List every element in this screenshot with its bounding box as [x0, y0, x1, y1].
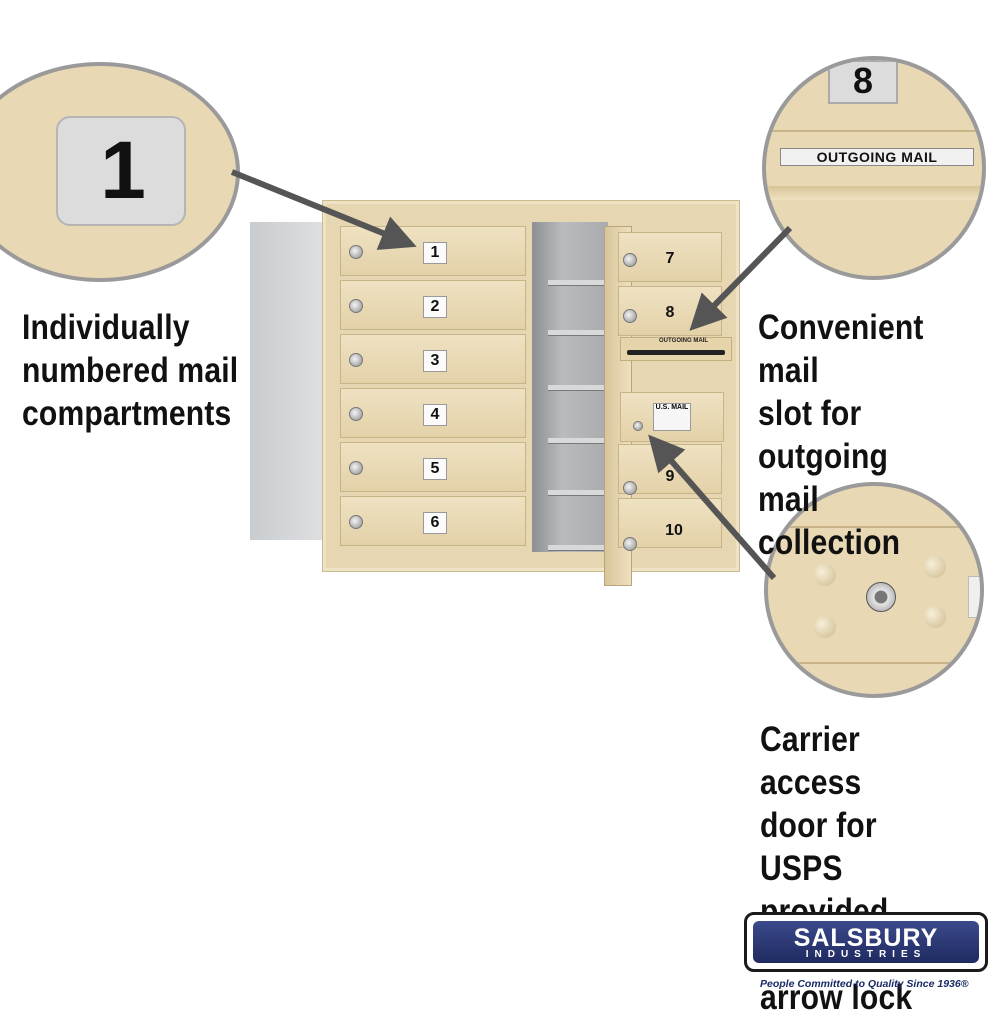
mail-door-1[interactable]: 1 [340, 226, 526, 276]
door-number: 10 [665, 522, 683, 539]
slot-lip [766, 186, 982, 200]
door-number: 6 [423, 512, 447, 534]
outgoing-mail-label: OUTGOING MAIL [816, 149, 938, 165]
lock-icon [349, 407, 363, 421]
logo-brand: SALSBURY [793, 924, 939, 952]
divider [768, 526, 980, 528]
shelf [548, 330, 604, 336]
plate-label: U.S. MAIL [655, 404, 689, 411]
divider [766, 130, 982, 132]
shelf [548, 280, 604, 286]
callout-outgoing-slot: Convenient mail slot for outgoing mail c… [758, 308, 924, 562]
door-number: 9 [665, 468, 675, 485]
door-number: 8 [665, 304, 675, 321]
lock-icon [349, 299, 363, 313]
rivet [814, 616, 836, 638]
door-8-digit: 8 [852, 60, 874, 101]
divider [768, 662, 980, 664]
door-number: 2 [423, 296, 447, 318]
carrier-access-door[interactable]: U.S. MAIL [620, 392, 724, 442]
mail-door-2[interactable]: 2 [340, 280, 526, 330]
outgoing-mail-label-plate: OUTGOING MAIL [780, 148, 974, 166]
arrow-to-outgoing-slot [689, 225, 793, 331]
zoom-circle-outgoing-mail: 8 OUTGOING MAIL [762, 56, 986, 280]
door-8-number-tag: 8 [828, 60, 898, 104]
slot-label: OUTGOING MAIL [659, 338, 708, 344]
lock-icon [349, 245, 363, 259]
logo-tagline: People Committed to Quality Since 1936® [760, 978, 969, 990]
zoom-circle-carrier-lock [764, 482, 984, 698]
door-number: 3 [423, 350, 447, 372]
mail-door-5[interactable]: 5 [340, 442, 526, 492]
lock-icon [623, 309, 637, 323]
callout-numbered-compartments: Individually numbered mail compartments [22, 308, 239, 433]
logo-sub: INDUSTRIES [805, 949, 927, 960]
shelf [548, 490, 604, 496]
door-number: 4 [423, 404, 447, 426]
usps-plate-edge [968, 576, 980, 618]
door-number: 1 [423, 242, 447, 264]
mail-door-7[interactable]: 7 [618, 232, 722, 282]
shelf [548, 545, 604, 551]
mailbox-side-panel [250, 222, 330, 540]
rivet [814, 564, 836, 586]
mail-door-3[interactable]: 3 [340, 334, 526, 384]
outgoing-mail-slot-panel: OUTGOING MAIL [620, 337, 732, 361]
rivet [924, 556, 946, 578]
lock-icon [349, 353, 363, 367]
mail-door-6[interactable]: 6 [340, 496, 526, 546]
mail-door-4[interactable]: 4 [340, 388, 526, 438]
master-arrow-lock-icon [866, 582, 896, 612]
callout-carrier-door: Carrier access door for USPS provided ma… [760, 720, 913, 1017]
lock-icon [623, 481, 637, 495]
number-tag-plate: 1 [56, 116, 186, 226]
rivet [924, 606, 946, 628]
shelf [548, 385, 604, 391]
door-number: 7 [665, 250, 675, 267]
outgoing-mail-slot[interactable] [627, 350, 725, 355]
lock-icon [349, 515, 363, 529]
arrow-to-number-tag [230, 169, 417, 250]
number-tag-digit: 1 [100, 125, 146, 216]
mail-door-10[interactable]: 10 [618, 498, 722, 551]
lock-icon [349, 461, 363, 475]
shelf [548, 438, 604, 444]
master-arrow-lock-icon[interactable] [633, 421, 643, 431]
logo-badge: SALSBURY INDUSTRIES [753, 921, 979, 963]
lock-icon [623, 537, 637, 551]
lock-icon [623, 253, 637, 267]
salsbury-logo: SALSBURY INDUSTRIES [744, 912, 988, 972]
usps-plate: U.S. MAIL [653, 403, 691, 431]
arrow-to-carrier-lock [648, 434, 777, 580]
door-number: 5 [423, 458, 447, 480]
